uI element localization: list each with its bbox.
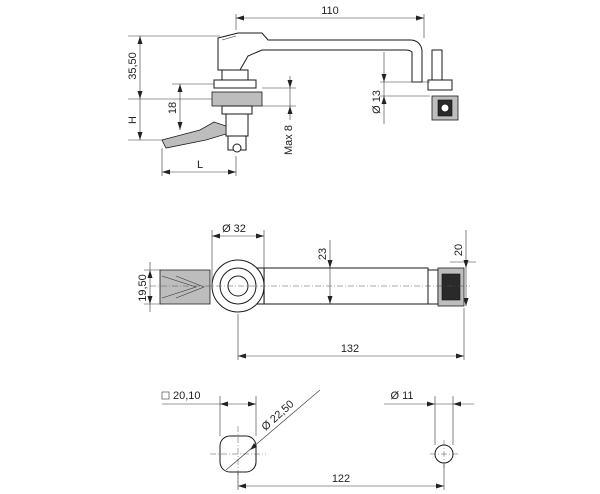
side-view: 110 35,50 H 18 L Max 8 — [127, 5, 459, 176]
dim-122: 122 — [332, 473, 350, 485]
dim-dia-22-50: Ø 22,50 — [259, 398, 296, 433]
dim-sq-20-10: 20,10 — [173, 390, 201, 402]
dim-20: 20 — [453, 244, 465, 256]
dim-l: L — [197, 159, 203, 171]
dim-35-50: 35,50 — [127, 52, 139, 80]
dim-dia-32: Ø 32 — [222, 223, 246, 235]
dim-132: 132 — [341, 343, 359, 355]
cutout-view: 20,10 Ø 22,50 Ø 11 122 — [161, 389, 474, 490]
dim-110: 110 — [321, 5, 339, 17]
dim-dia-11: Ø 11 — [390, 390, 413, 402]
dim-18: 18 — [167, 102, 179, 114]
dim-max-8: Max 8 — [283, 125, 295, 155]
dim-19-50: 19,50 — [137, 274, 149, 302]
dim-23: 23 — [317, 248, 329, 260]
dim-dia-13: Ø 13 — [371, 90, 383, 114]
dim-h: H — [127, 116, 139, 124]
top-view: Ø 32 23 20 19,50 132 — [137, 223, 476, 360]
